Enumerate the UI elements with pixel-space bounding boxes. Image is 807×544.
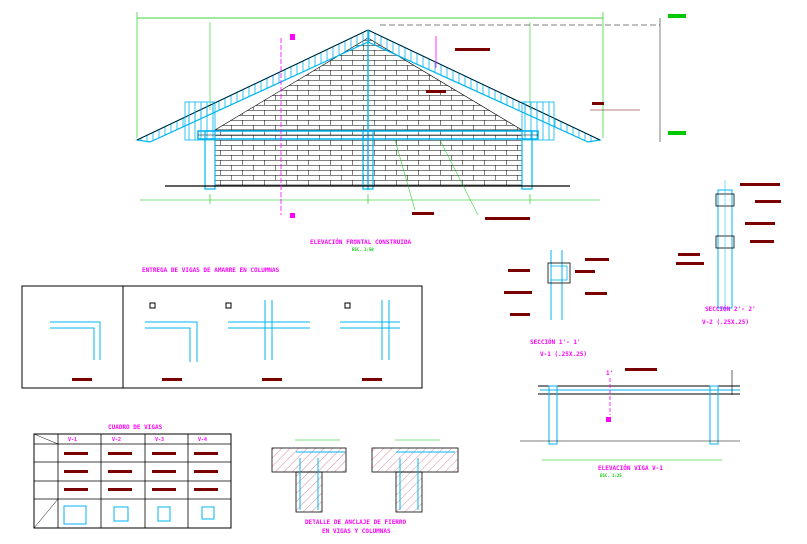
section-1-title: SECCIÓN 1'- 1' <box>530 339 581 346</box>
beam-v1-cut-mark: 1' <box>606 370 613 377</box>
beam-table <box>33 433 232 529</box>
beam-table-header-v3: V-3 <box>155 437 164 443</box>
section-2-detail <box>676 180 781 312</box>
elevation-scale: ESC. 1:50 <box>352 247 374 252</box>
anchor-title-line2: EN VIGAS Y COLUMNAS <box>322 528 391 535</box>
beam-column-details <box>21 285 423 389</box>
beam-v1-title: ELEVACIÓN VIGA V-1 <box>598 465 663 472</box>
beam-table-header-v2: V-2 <box>112 437 121 443</box>
beam-table-header-v4: V-4 <box>198 437 207 443</box>
beam-v1-elevation <box>520 368 740 461</box>
front-elevation <box>134 12 686 220</box>
beam-details-title: ENTREGA DE VIGAS DE AMARRE EN COLUMNAS <box>142 267 280 274</box>
section-1-subtitle: V-1 (.25X.25) <box>540 351 587 358</box>
section-2-title: SECCIÓN 2'- 2' <box>705 306 756 313</box>
anchor-details <box>271 439 459 513</box>
beam-v1-scale: ESC. 1:25 <box>600 473 622 478</box>
elevation-title: ELEVACIÓN FRONTAL CONSTRUIDA <box>310 239 412 246</box>
anchor-title-line1: DETALLE DE ANCLAJE DE FIERRO <box>305 519 407 526</box>
beam-table-title: CUADRO DE VIGAS <box>108 424 163 431</box>
section-2-subtitle: V-2 (.25X.25) <box>702 319 749 326</box>
beam-table-header-v1: V-1 <box>68 437 77 443</box>
section-1-detail <box>504 250 609 320</box>
